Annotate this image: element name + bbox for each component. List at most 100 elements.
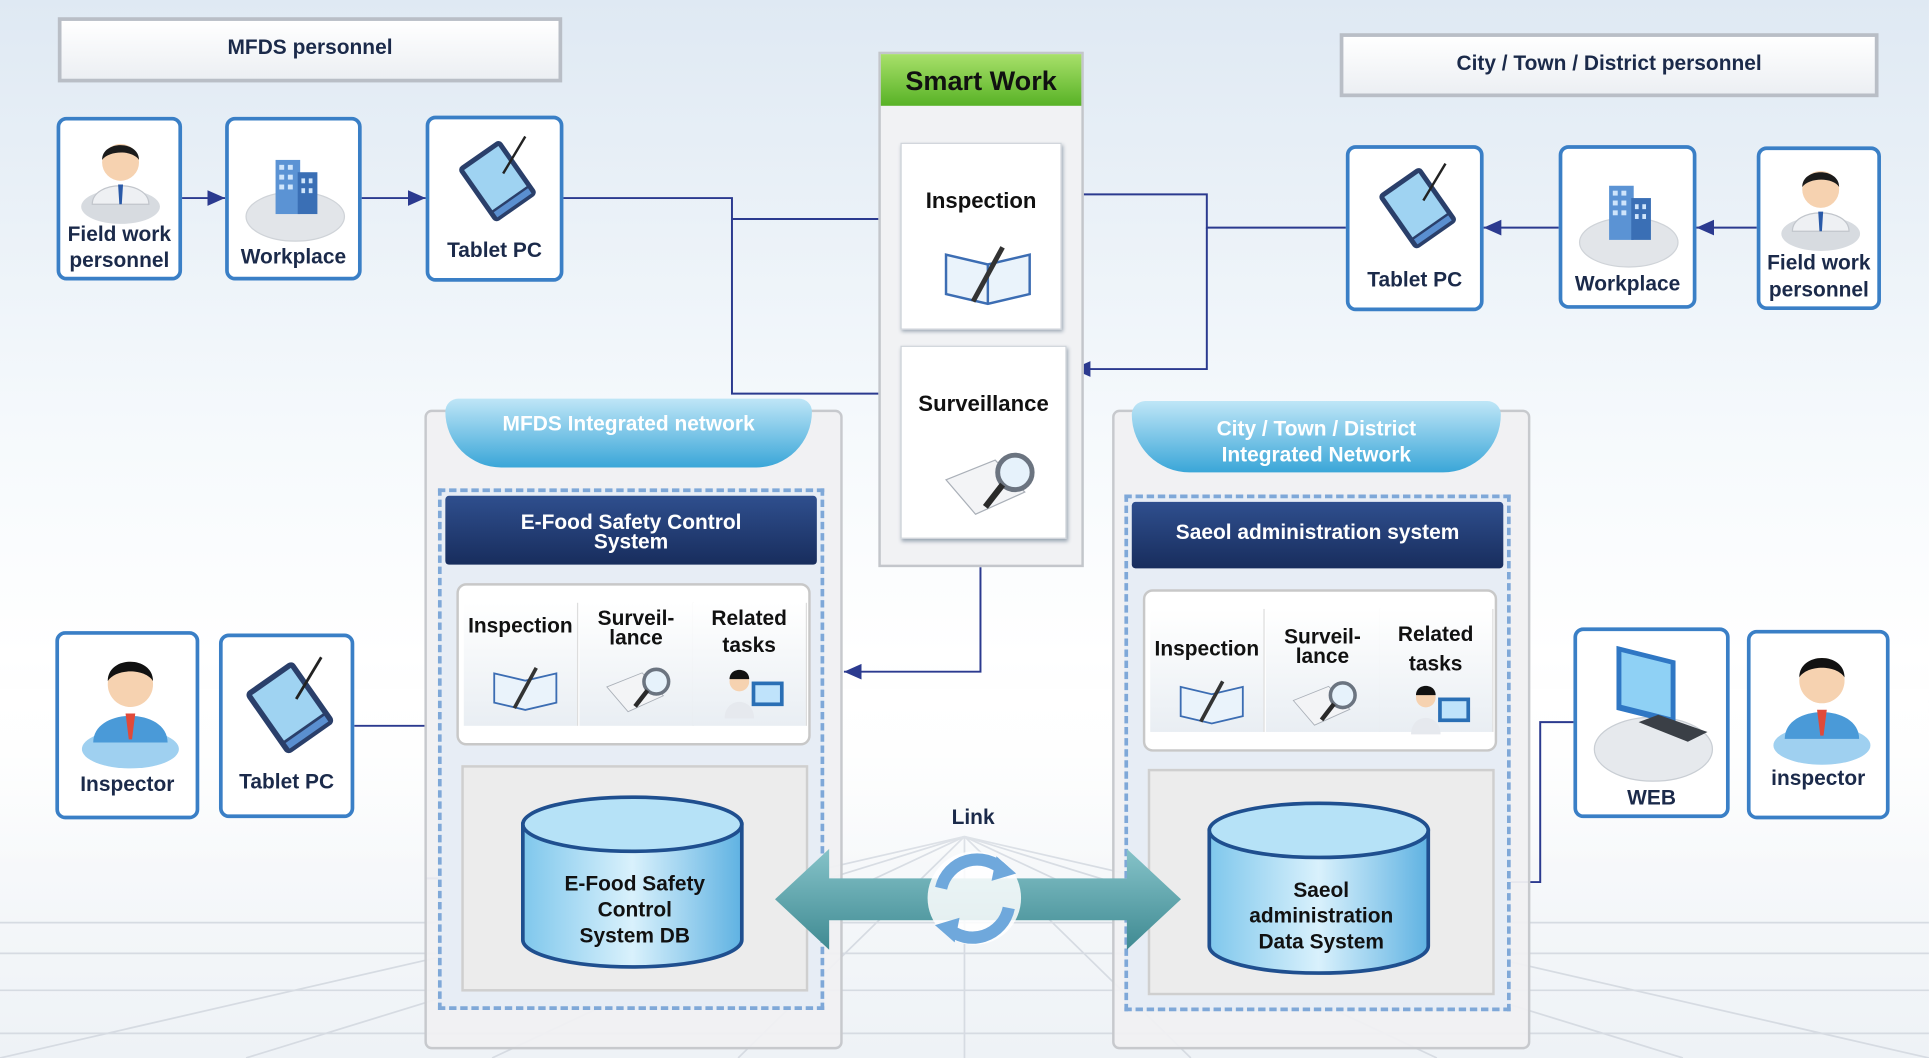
field-work-label-2: personnel bbox=[69, 248, 170, 272]
person-icon bbox=[81, 143, 160, 224]
person-computer-icon bbox=[1411, 685, 1471, 735]
database-icon bbox=[520, 795, 744, 969]
link-double-arrow bbox=[775, 848, 1181, 950]
city-network-tab: City / Town / District Integrated Networ… bbox=[1131, 401, 1501, 473]
arrow-tablet-to-inspection-left bbox=[563, 197, 900, 227]
tablet-icon bbox=[459, 135, 536, 222]
city-system-box: Saeol administration system Inspection S… bbox=[1124, 494, 1511, 1012]
city-personnel-header: City / Town / District personnel bbox=[1339, 33, 1879, 98]
mfds-network-tab: MFDS Integrated network bbox=[445, 398, 812, 468]
smart-work-title: Smart Work bbox=[880, 54, 1082, 106]
link-label: Link bbox=[951, 805, 995, 830]
saeol-db-label-2: administration bbox=[1249, 904, 1394, 928]
mfds-module-related-label-2: tasks bbox=[722, 633, 776, 657]
mfds-module-inspection-label: Inspection bbox=[468, 613, 573, 638]
city-network-tab-label-1: City / Town / District bbox=[1216, 417, 1417, 441]
tablet-pc-label-right: Tablet PC bbox=[1367, 268, 1463, 292]
city-module-surveillance: Surveil- lance bbox=[1265, 608, 1381, 732]
field-work-label-right-1: Field work bbox=[1767, 250, 1871, 275]
person-icon bbox=[1781, 170, 1861, 251]
building-icon bbox=[245, 159, 346, 242]
inspector-label-left: Inspector bbox=[80, 772, 175, 796]
tablet-pc-label-left: Tablet PC bbox=[447, 238, 542, 263]
mfds-module-related: Related tasks bbox=[692, 602, 808, 726]
inspector-node-left: Inspector bbox=[55, 631, 200, 820]
city-module-inspection: Inspection bbox=[1150, 608, 1265, 732]
computer-icon bbox=[1593, 645, 1714, 782]
workplace-node-right: Workplace bbox=[1558, 145, 1697, 309]
building-icon bbox=[1578, 185, 1679, 268]
smart-work-inspection-card: Inspection bbox=[900, 142, 1062, 330]
city-module-surveillance-label-1: Surveil- bbox=[1284, 624, 1361, 649]
arrow-tablet-to-surveillance-left bbox=[730, 218, 900, 402]
smart-work-surveillance-label: Surveillance bbox=[918, 391, 1049, 416]
smart-work-surveillance-card: Surveillance bbox=[900, 345, 1067, 539]
web-label: WEB bbox=[1627, 786, 1676, 810]
book-pen-icon bbox=[944, 246, 1031, 306]
saeol-db-area: Saeol administration Data System bbox=[1147, 768, 1495, 996]
tablet-pc-node-right: Tablet PC bbox=[1345, 145, 1484, 312]
web-node: WEB bbox=[1573, 627, 1730, 819]
efood-db-label-1: E-Food Safety bbox=[564, 872, 706, 896]
person-computer-icon bbox=[724, 669, 784, 719]
city-module-related: Related tasks bbox=[1379, 608, 1494, 735]
tablet-icon bbox=[246, 656, 334, 754]
mfds-network-tab-label: MFDS Integrated network bbox=[502, 412, 755, 436]
city-modules: Inspection Surveil- lance Related tasks bbox=[1142, 589, 1498, 752]
arrow-smartwork-to-mfds bbox=[843, 567, 982, 680]
tablet-icon bbox=[1379, 162, 1456, 249]
efood-system-title-2: System bbox=[593, 530, 669, 554]
inspector-node-right: inspector bbox=[1746, 629, 1890, 820]
tablet-pc-node-bottom: Tablet PC bbox=[218, 633, 355, 819]
city-module-surveillance-label-2: lance bbox=[1295, 644, 1350, 668]
saeol-db-label-1: Saeol bbox=[1293, 878, 1350, 902]
mfds-personnel-header: MFDS personnel bbox=[57, 17, 563, 83]
mfds-system-box: E-Food Safety Control System Inspection … bbox=[437, 488, 825, 1010]
field-work-personnel-node-right: Field work personnel bbox=[1756, 146, 1881, 311]
mfds-module-inspection: Inspection bbox=[463, 602, 579, 726]
magnifier-icon bbox=[606, 667, 671, 713]
city-personnel-label: City / Town / District personnel bbox=[1456, 51, 1762, 76]
saeol-system-title: Saeol administration system bbox=[1131, 501, 1504, 569]
sync-icon bbox=[927, 851, 1022, 945]
saeol-db-label-3: Data System bbox=[1258, 930, 1385, 954]
database-icon bbox=[1207, 801, 1431, 975]
field-work-label-1: Field work bbox=[67, 222, 172, 247]
book-pen-icon bbox=[493, 667, 558, 711]
saeol-system-title-label: Saeol administration system bbox=[1175, 520, 1460, 544]
magnifier-icon bbox=[1292, 681, 1357, 726]
tablet-pc-label-bottom: Tablet PC bbox=[239, 770, 335, 794]
efood-db-label-3: System DB bbox=[579, 923, 690, 948]
efood-db-label-2: Control bbox=[597, 898, 672, 922]
field-work-label-right-2: personnel bbox=[1768, 278, 1869, 302]
mfds-modules: Inspection Surveil- lance Related tasks bbox=[456, 583, 811, 746]
mfds-module-surveillance-label-2: lance bbox=[609, 626, 663, 650]
efood-system-title: E-Food Safety Control System bbox=[445, 495, 817, 565]
smart-work-panel: Smart Work Inspection Surveillance bbox=[878, 51, 1084, 568]
person-icon bbox=[81, 661, 179, 769]
workplace-label-right: Workplace bbox=[1574, 271, 1681, 296]
inspector-label-right: inspector bbox=[1771, 766, 1866, 790]
efood-system-title-1: E-Food Safety Control bbox=[520, 510, 742, 534]
mfds-module-related-label-1: Related bbox=[711, 606, 787, 630]
mfds-module-surveillance-label-1: Surveil- bbox=[597, 606, 675, 630]
arrow-tablet-to-inspection-right bbox=[1065, 186, 1346, 229]
magnifier-icon bbox=[944, 452, 1035, 515]
field-work-personnel-node-left: Field work personnel bbox=[56, 116, 183, 281]
city-module-inspection-label: Inspection bbox=[1154, 637, 1260, 661]
arrow-tablet-to-surveillance-right bbox=[1072, 227, 1208, 377]
workplace-node-left: Workplace bbox=[225, 116, 362, 281]
workplace-label-left: Workplace bbox=[240, 244, 347, 269]
smart-work-inspection-label: Inspection bbox=[925, 188, 1037, 213]
city-module-related-label-1: Related bbox=[1397, 622, 1474, 646]
mfds-personnel-label: MFDS personnel bbox=[227, 35, 393, 60]
tablet-pc-node-left: Tablet PC bbox=[425, 115, 564, 282]
efood-db-area: E-Food Safety Control System DB bbox=[461, 765, 809, 992]
book-pen-icon bbox=[1179, 680, 1244, 725]
city-module-related-label-2: tasks bbox=[1408, 652, 1463, 676]
person-icon bbox=[1773, 658, 1871, 765]
mfds-module-surveillance: Surveil- lance bbox=[579, 602, 694, 726]
city-network-tab-label-2: Integrated Network bbox=[1221, 442, 1412, 467]
